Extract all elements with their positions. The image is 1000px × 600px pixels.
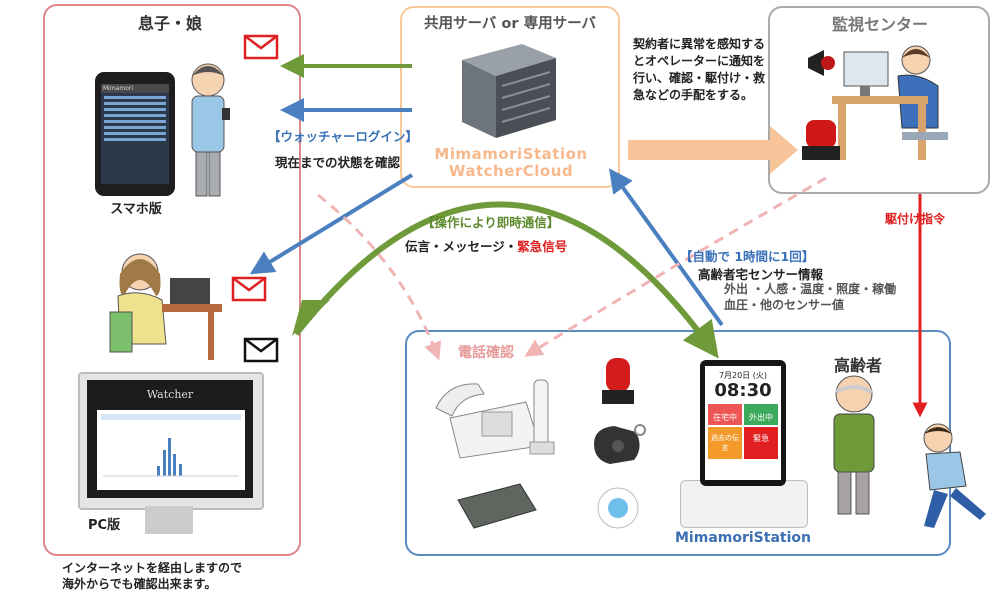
arrow-instant-communication [293, 201, 719, 359]
instant-comm-label: 【操作により即時通信】 [422, 215, 560, 230]
warning-light-icon [602, 358, 634, 404]
device-base [680, 480, 808, 528]
operator-illustration [802, 45, 948, 160]
smartphone-screen-header: Mimamori [101, 84, 169, 93]
family-region [43, 4, 301, 556]
smartphone-label: スマホ版 [110, 202, 162, 217]
center-description: 契約者に異常を感知するとオペレーターに通知を行い、確認・駆付け・救急などの手配を… [633, 37, 766, 102]
status-check-label: 現在までの状態を確認 [275, 155, 401, 170]
call-button-icon [597, 487, 639, 529]
mat-sensor-illustration [457, 483, 537, 529]
arrow-server-to-pc [249, 173, 414, 275]
pc-screen: Watcher [87, 380, 253, 498]
pc-monitor: Watcher [78, 372, 264, 510]
daughter-illustration [109, 253, 222, 360]
pc-monitor-stand [145, 506, 193, 534]
arrow-server-to-center [628, 126, 798, 174]
mail-icon [243, 337, 279, 363]
server-region [400, 6, 620, 188]
phone-check-label: 電話確認 [458, 345, 514, 361]
server-illustration [462, 44, 556, 138]
center-title: 監視センター [831, 15, 928, 34]
arrow-family-phone-check [317, 193, 442, 361]
sensor-info-line-1: 外出 ・人感・温度・照度・稼働 [724, 282, 897, 296]
elder-title: 高齢者 [833, 356, 882, 375]
pc-label: PC版 [88, 518, 121, 533]
past-message-button[interactable]: 過去の伝言 [708, 427, 742, 459]
device-date: 7月20日 (火) [718, 371, 768, 380]
smartphone-device: Mimamori [95, 72, 175, 196]
device-time: 08:30 [714, 380, 772, 401]
message-types: 伝言・メッセージ・緊急信号 [405, 236, 615, 255]
server-title: 共用サーバ or 専用サーバ [424, 16, 596, 32]
internet-note-line-1: インターネットを経由しますので [62, 561, 243, 575]
responder-illustration [923, 423, 986, 528]
elderly-man-illustration [833, 375, 875, 515]
telephone-illustration [435, 379, 555, 459]
out-status-button[interactable]: 外出中 [744, 404, 778, 425]
family-title: 息子・娘 [137, 14, 202, 33]
watcher-login-label: 【ウォッチャーログイン】 [268, 129, 418, 144]
son-illustration [191, 63, 230, 197]
emergency-button[interactable]: 緊急 [744, 427, 778, 459]
pc-chart-preview [101, 414, 241, 477]
sensor-info-line-2: 血圧・他のセンサー値 [724, 298, 845, 312]
internet-note-line-2: 海外からでも確認出来ます。 [62, 577, 217, 591]
server-brand-line-1: MimamoriStation [434, 145, 588, 163]
monitoring-center-region [768, 6, 990, 194]
sensor-info-title: 高齢者宅センサー情報 [698, 267, 824, 282]
server-brand: MimamoriStation WatcherCloud [408, 146, 614, 180]
arrow-center-phone-check [524, 176, 827, 357]
dispatch-label: 駆付け指令 [885, 212, 946, 226]
device-brand: MimamoriStation [675, 530, 811, 546]
remote-button-icon [594, 424, 646, 464]
message-types-text: 伝言・メッセージ・ [405, 239, 518, 254]
device-tablet: 7月20日 (火) 08:30 在宅中 外出中 過去の伝言 緊急 [700, 360, 786, 486]
server-brand-line-2: WatcherCloud [448, 162, 574, 180]
mail-icon [231, 276, 267, 302]
emergency-signal-text: 緊急信号 [517, 239, 568, 254]
home-status-button[interactable]: 在宅中 [708, 404, 742, 425]
auto-sensor-label: 【自動で 1時間に1回】 [680, 249, 815, 264]
internet-note: インターネットを経由しますので 海外からでも確認出来ます。 [62, 560, 322, 592]
pc-screen-title: Watcher [146, 388, 194, 401]
arrow-sensor-upload [608, 168, 724, 327]
mail-icon [243, 34, 279, 60]
